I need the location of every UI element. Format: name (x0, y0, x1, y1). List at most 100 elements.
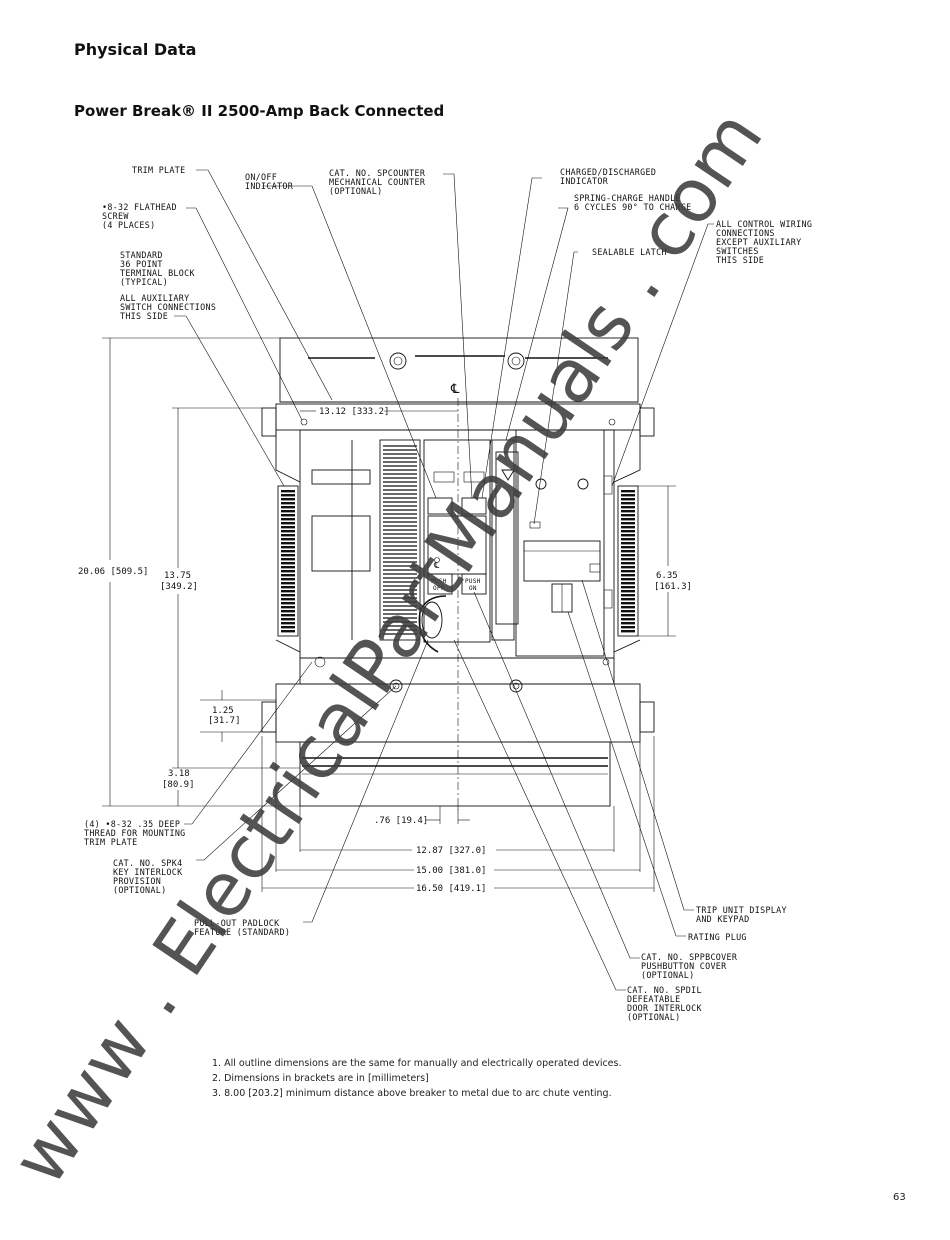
terminal-screw (621, 630, 635, 633)
dim-6-35-in: 6.35 (656, 571, 678, 581)
terminal-screw (281, 618, 295, 621)
terminal-screw (281, 614, 295, 617)
terminal-screw (621, 554, 635, 557)
dim-13-75-mm: [349.2] (160, 582, 198, 592)
terminal-screw (281, 546, 295, 549)
terminal-screw (621, 558, 635, 561)
terminal-screw (621, 626, 635, 629)
callout-counter-1: CAT. NO. SPCOUNTER (329, 168, 426, 178)
note-2: 2. Dimensions in brackets are in [millim… (212, 1073, 429, 1084)
terminal-screw (621, 506, 635, 509)
callout-mounting-thread-1: (4) •8-32 .35 DEEP (84, 819, 180, 829)
callout-rating-plug: RATING PLUG (688, 932, 747, 942)
terminal-screw (281, 534, 295, 537)
terminal-screw (621, 542, 635, 545)
callout-on-off-1: ON/OFF (245, 172, 277, 182)
terminal-screw (281, 538, 295, 541)
terminal-screw (621, 498, 635, 501)
dim-6-35-mm: [161.3] (654, 582, 692, 592)
terminal-screw (281, 510, 295, 513)
terminal-screw (281, 610, 295, 613)
terminal-screw (621, 550, 635, 553)
breaker-body: PUSH OFF PUSH ON ℄ ℄ (261, 337, 655, 810)
callout-charged-2: INDICATOR (560, 176, 609, 186)
terminal-screw (281, 590, 295, 593)
dim-15-00: 15.00 [381.0] (416, 866, 486, 876)
callout-control-wiring-5: THIS SIDE (716, 255, 764, 265)
callout-counter-2: MECHANICAL COUNTER (329, 177, 426, 187)
callout-aux-switch-2: SWITCH CONNECTIONS (120, 302, 216, 312)
callout-pushbutton-cover-2: PUSHBUTTON COVER (641, 961, 727, 971)
terminal-screw (281, 626, 295, 629)
callout-labels: TRIM PLATE •8-32 FLATHEAD SCREW (4 PLACE… (84, 165, 812, 1022)
callout-door-interlock-2: DEFEATABLE (627, 994, 680, 1004)
callout-key-interlock-1: CAT. NO. SPK4 (113, 858, 182, 868)
callout-trip-unit-2: AND KEYPAD (696, 914, 749, 924)
terminal-screw (281, 574, 295, 577)
terminal-screw (281, 566, 295, 569)
terminal-screw (281, 550, 295, 553)
callout-padlock-1: PULL-OUT PADLOCK (194, 918, 280, 928)
dim-13-75-in: 13.75 (164, 571, 191, 581)
terminal-screw (281, 582, 295, 585)
callout-key-interlock-3: PROVISION (113, 876, 161, 886)
terminal-screw (281, 530, 295, 533)
push-off-label-1: PUSH (431, 578, 447, 585)
terminal-screw (621, 494, 635, 497)
dim-1-25-in: 1.25 (212, 706, 234, 716)
dim-16-50: 16.50 [419.1] (416, 884, 486, 894)
terminal-screw (621, 518, 635, 521)
terminal-screw (281, 522, 295, 525)
terminal-screw (281, 518, 295, 521)
terminal-screw (621, 546, 635, 549)
callout-sealable-latch: SEALABLE LATCH (592, 247, 667, 257)
notes-list: 1. All outline dimensions are the same f… (212, 1056, 622, 1101)
callout-aux-switch-3: THIS SIDE (120, 311, 168, 321)
push-off-label-2: OFF (433, 585, 445, 592)
callout-counter-3: (OPTIONAL) (329, 186, 382, 196)
callout-spring-charge-2: 6 CYCLES 90° TO CHARGE (574, 202, 692, 212)
callout-mounting-thread-3: TRIM PLATE (84, 837, 137, 847)
terminal-screw (621, 610, 635, 613)
terminal-screw (621, 510, 635, 513)
terminal-screw (281, 570, 295, 573)
terminal-blocks (281, 490, 635, 633)
page-number: 63 (893, 1192, 906, 1203)
callout-on-off-2: INDICATOR (245, 181, 294, 191)
terminal-screw (621, 602, 635, 605)
terminal-screw (621, 534, 635, 537)
callout-trim-plate: TRIM PLATE (132, 165, 185, 175)
terminal-screw (621, 514, 635, 517)
terminal-screw (281, 542, 295, 545)
callout-charged-1: CHARGED/DISCHARGED (560, 167, 656, 177)
terminal-screw (621, 594, 635, 597)
callout-pushbutton-cover-1: CAT. NO. SPPBCOVER (641, 952, 738, 962)
terminal-screw (621, 598, 635, 601)
terminal-screw (281, 494, 295, 497)
callout-trip-unit-1: TRIP UNIT DISPLAY (696, 905, 787, 915)
terminal-screw (621, 570, 635, 573)
callout-spring-charge-1: SPRING-CHARGE HANDLE (574, 193, 681, 203)
terminal-screw (281, 606, 295, 609)
terminal-screw (621, 562, 635, 565)
centerline-mark-lower: ℄ (433, 561, 440, 570)
dim-3-18-in: 3.18 (168, 769, 190, 779)
terminal-screw (281, 554, 295, 557)
terminal-screw (621, 502, 635, 505)
dim-13-12: 13.12 [333.2] (319, 407, 389, 417)
terminal-screw (281, 558, 295, 561)
terminal-screw (281, 514, 295, 517)
callout-control-wiring-3: EXCEPT AUXILIARY (716, 237, 801, 247)
terminal-screw (281, 506, 295, 509)
terminal-screw (281, 562, 295, 565)
terminal-screw (281, 630, 295, 633)
terminal-screw (281, 490, 295, 493)
callout-terminal-block-1: STANDARD (120, 250, 163, 260)
terminal-screw (621, 590, 635, 593)
arc-vent-slots (383, 445, 417, 635)
dimension-lines: 20.06 [509.5] 13.75 [349.2] 1.25 [31.7] … (78, 337, 692, 894)
callout-terminal-block-2: 36 POINT (120, 259, 163, 269)
callout-key-interlock-2: KEY INTERLOCK (113, 867, 183, 877)
note-1: 1. All outline dimensions are the same f… (212, 1058, 622, 1069)
